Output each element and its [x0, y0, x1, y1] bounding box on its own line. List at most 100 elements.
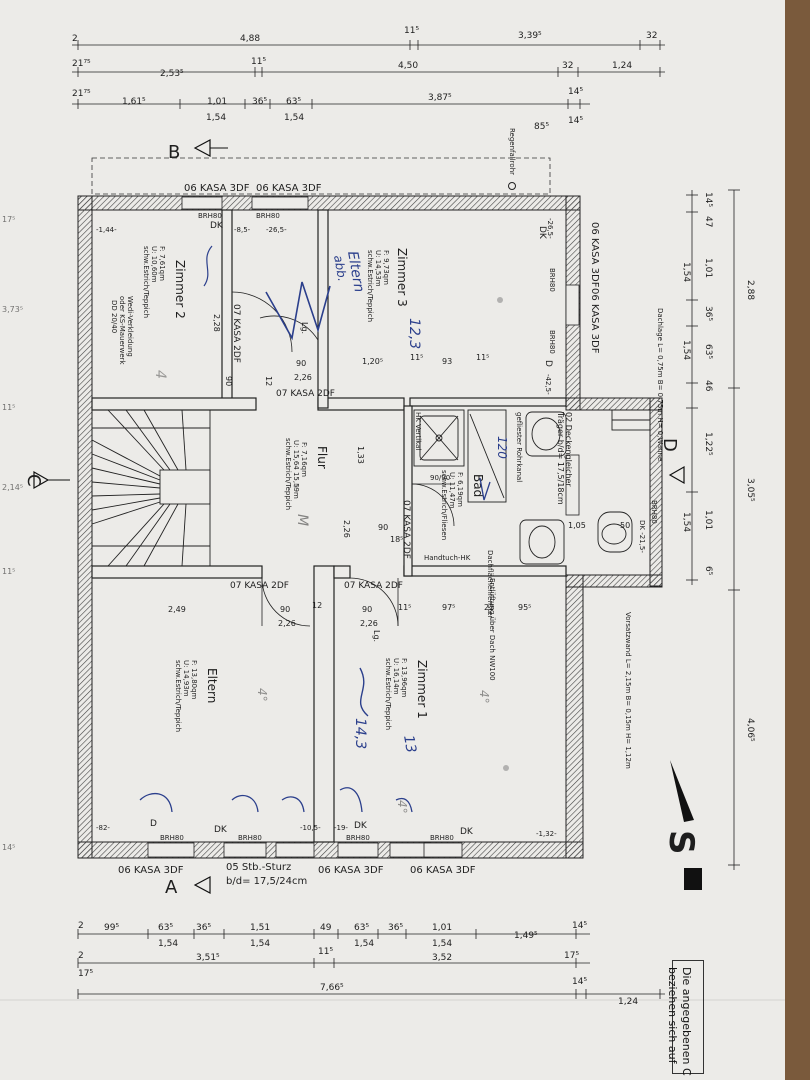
- level-label-5: -26,5-: [546, 218, 554, 239]
- hand-window-arcs: [139, 787, 413, 813]
- lg-label-1: Lg.: [300, 322, 309, 334]
- window-labels: 06 KASA 3DF 06 KASA 3DF 06 KASA 3DF 05 S…: [118, 183, 600, 887]
- dim-int-50: 50: [620, 521, 630, 530]
- beam-label-2: Träger b/d= 17,5/18cm: [556, 411, 565, 505]
- bottom-dimension-texts: 2 99⁵ 63⁵ 36⁵ 1,51 49 63⁵ 36⁵ 1,01 1,49⁵…: [78, 921, 638, 1007]
- dim-left-3: 11⁵: [2, 403, 15, 412]
- door-zimmer2-label: 07 KASA 2DF: [231, 304, 241, 363]
- level-label-1: -1,44-: [96, 226, 117, 234]
- hand-z3-b: abb.: [331, 254, 349, 282]
- dim-right-1i: 6⁵: [703, 566, 713, 576]
- dim-right-2a: 2,88: [745, 280, 755, 300]
- dim-int-90e: 90: [224, 376, 233, 386]
- dim-top-2f: 1,24: [612, 61, 632, 71]
- room-area-bad: F: 6,19qm: [456, 472, 464, 507]
- brh-label-1: BRH80: [198, 212, 222, 220]
- room-floor-zimmer3: schw.Estrich/Teppich: [366, 250, 374, 322]
- room-perim-bad: U: 11,47m: [448, 472, 456, 509]
- window-right-2-label: 06 KASA 3DF: [589, 288, 600, 354]
- room-name-zimmer1: Zimmer 1: [415, 660, 429, 719]
- dim-right-1e: 63⁵: [703, 344, 713, 359]
- dk-label-4: DK: [354, 821, 368, 831]
- room-zimmer2: Zimmer 2 F: 7,61qm U: 10,60m schw.Estric…: [110, 246, 187, 366]
- dk-level-label: DK -21,5-: [638, 520, 646, 553]
- plan-sheet: 2 4,88 11⁵ 3,39⁵ 32 21⁷⁵ 2,53⁵ 11⁵ 4,50 …: [0, 0, 785, 1080]
- dim-int-12a: 12: [312, 601, 322, 610]
- room-perim-zimmer1: U: 16,14m: [392, 658, 400, 695]
- dk-label-3: DK: [214, 825, 228, 835]
- window-right-1-label: 06 KASA 3DF: [589, 222, 600, 288]
- dim-int-93: 93: [442, 357, 452, 366]
- dim-bot-3d: 1,24: [618, 997, 638, 1007]
- level-label-8: -19-: [334, 824, 348, 832]
- dim-top-1b: 4,88: [240, 34, 260, 44]
- dim-bot-1l: 1,54: [158, 939, 178, 949]
- brh-label-2: BRH80: [256, 212, 280, 220]
- room-area-zimmer3: F: 9,73qm: [382, 250, 390, 285]
- top-dimension-texts: 2 4,88 11⁵ 3,39⁵ 32 21⁷⁵ 2,53⁵ 11⁵ 4,50 …: [72, 26, 657, 132]
- room-floor-eltern: schw.Estrich/Teppich: [174, 660, 182, 732]
- dim-top-2a: 21⁷⁵: [72, 59, 91, 69]
- room-name-zimmer3: Zimmer 3: [395, 248, 409, 307]
- hand-scribble-z3: [265, 281, 331, 341]
- hand-flur-m: M: [294, 514, 310, 526]
- brh-label-9: BRH80: [430, 834, 454, 842]
- room-name-bad: Bad: [471, 474, 485, 497]
- lintel-size-label: b/d= 17,5/24cm: [226, 876, 307, 887]
- room-name-zimmer2: Zimmer 2: [173, 260, 187, 319]
- brh-label-6: BRH80: [160, 834, 184, 842]
- brh-label-8: BRH80: [346, 834, 370, 842]
- right-dimension-lines: [686, 189, 740, 870]
- wall-note-2: oder KS-Mauerwerk: [118, 296, 126, 366]
- interior-dimensions: 2,28 90 2,26 1,20⁵ 11⁵ 93 11⁵ 1,33 2,26 …: [168, 314, 630, 642]
- dim-bot-3b: 7,66⁵: [320, 983, 344, 993]
- door-bad-label: 07 KASA 2DF: [401, 500, 411, 559]
- room-bad: Bad F: 6,19qm U: 11,47m schw.Estrich/Fli…: [440, 470, 485, 540]
- dim-bot-1j: 1,49⁵: [514, 931, 538, 941]
- bottom-dimension-lines: [77, 929, 665, 999]
- bathroom-fixtures: [413, 409, 651, 565]
- dim-top-1a: 2: [72, 34, 78, 44]
- dim-right-1l: 1,54: [681, 512, 691, 532]
- dim-int-133: 1,33: [356, 446, 365, 464]
- dim-bot-1a: 2: [78, 921, 84, 931]
- dim-bot-3c: 14⁵: [572, 977, 587, 987]
- room-perim-flur: U: 15,64 15,59m: [292, 440, 300, 499]
- section-a-label: A: [165, 877, 178, 898]
- section-markers: B A C D: [23, 139, 685, 898]
- dim-int-225: 11⁵: [398, 603, 411, 612]
- dim-int-185: 18⁵: [390, 535, 403, 544]
- lg-label-2: Lg.: [372, 630, 381, 642]
- dim-top-2b: 2,53⁵: [160, 69, 184, 79]
- note-line-2: beziehen sich auf: [666, 967, 679, 1064]
- dim-right-1b: 47: [703, 216, 713, 227]
- dim-int-90a: 90: [296, 359, 306, 368]
- room-zimmer3: Zimmer 3 F: 9,73qm U: 14,53m schw.Estric…: [366, 248, 409, 322]
- dim-right-1c: 1,01: [703, 258, 713, 278]
- hand-sq-2: 4°: [477, 690, 491, 704]
- dim-top-2c: 11⁵: [251, 57, 266, 67]
- dim-right-1k: 1,54: [681, 340, 691, 360]
- north-arrow: S: [661, 760, 702, 890]
- level-label-2: -8,5-: [234, 226, 251, 234]
- section-b-arrow: [193, 139, 211, 157]
- section-d-arrow: [668, 465, 685, 485]
- dim-int-249: 2,49: [168, 605, 186, 614]
- dim-top-3f: 3,87⁵: [428, 93, 452, 103]
- door-zimmer1-label: 07 KASA 2DF: [344, 581, 403, 591]
- rain-pipe-label: Regenfallrohr: [508, 128, 516, 175]
- section-a-arrow: [193, 876, 211, 894]
- vent-label: Entlüftung über Dach NW100: [488, 578, 496, 681]
- room-area-eltern: F: 13,80qm: [190, 660, 198, 700]
- dim-bot-2d: 3,52: [432, 953, 452, 963]
- dim-right-1f: 46: [703, 380, 713, 392]
- dim-left-4: 2,14⁵: [2, 483, 23, 492]
- floor-plan-drawing: 2 4,88 11⁵ 3,39⁵ 32 21⁷⁵ 2,53⁵ 11⁵ 4,50 …: [0, 26, 785, 1007]
- dim-left-2: 3,73⁵: [2, 305, 23, 314]
- level-label-4: -42,5-: [544, 374, 552, 395]
- room-name-flur: Flur: [315, 446, 329, 469]
- d-label-1: D: [543, 360, 553, 367]
- level-label-9: -1,32-: [536, 830, 557, 838]
- room-zimmer1: Zimmer 1 F: 13,96qm U: 16,14m schw.Estri…: [384, 658, 429, 730]
- technical-labels: BRH80 BRH80 -1,44- -8,5- -26,5- DK DK BR…: [96, 212, 664, 842]
